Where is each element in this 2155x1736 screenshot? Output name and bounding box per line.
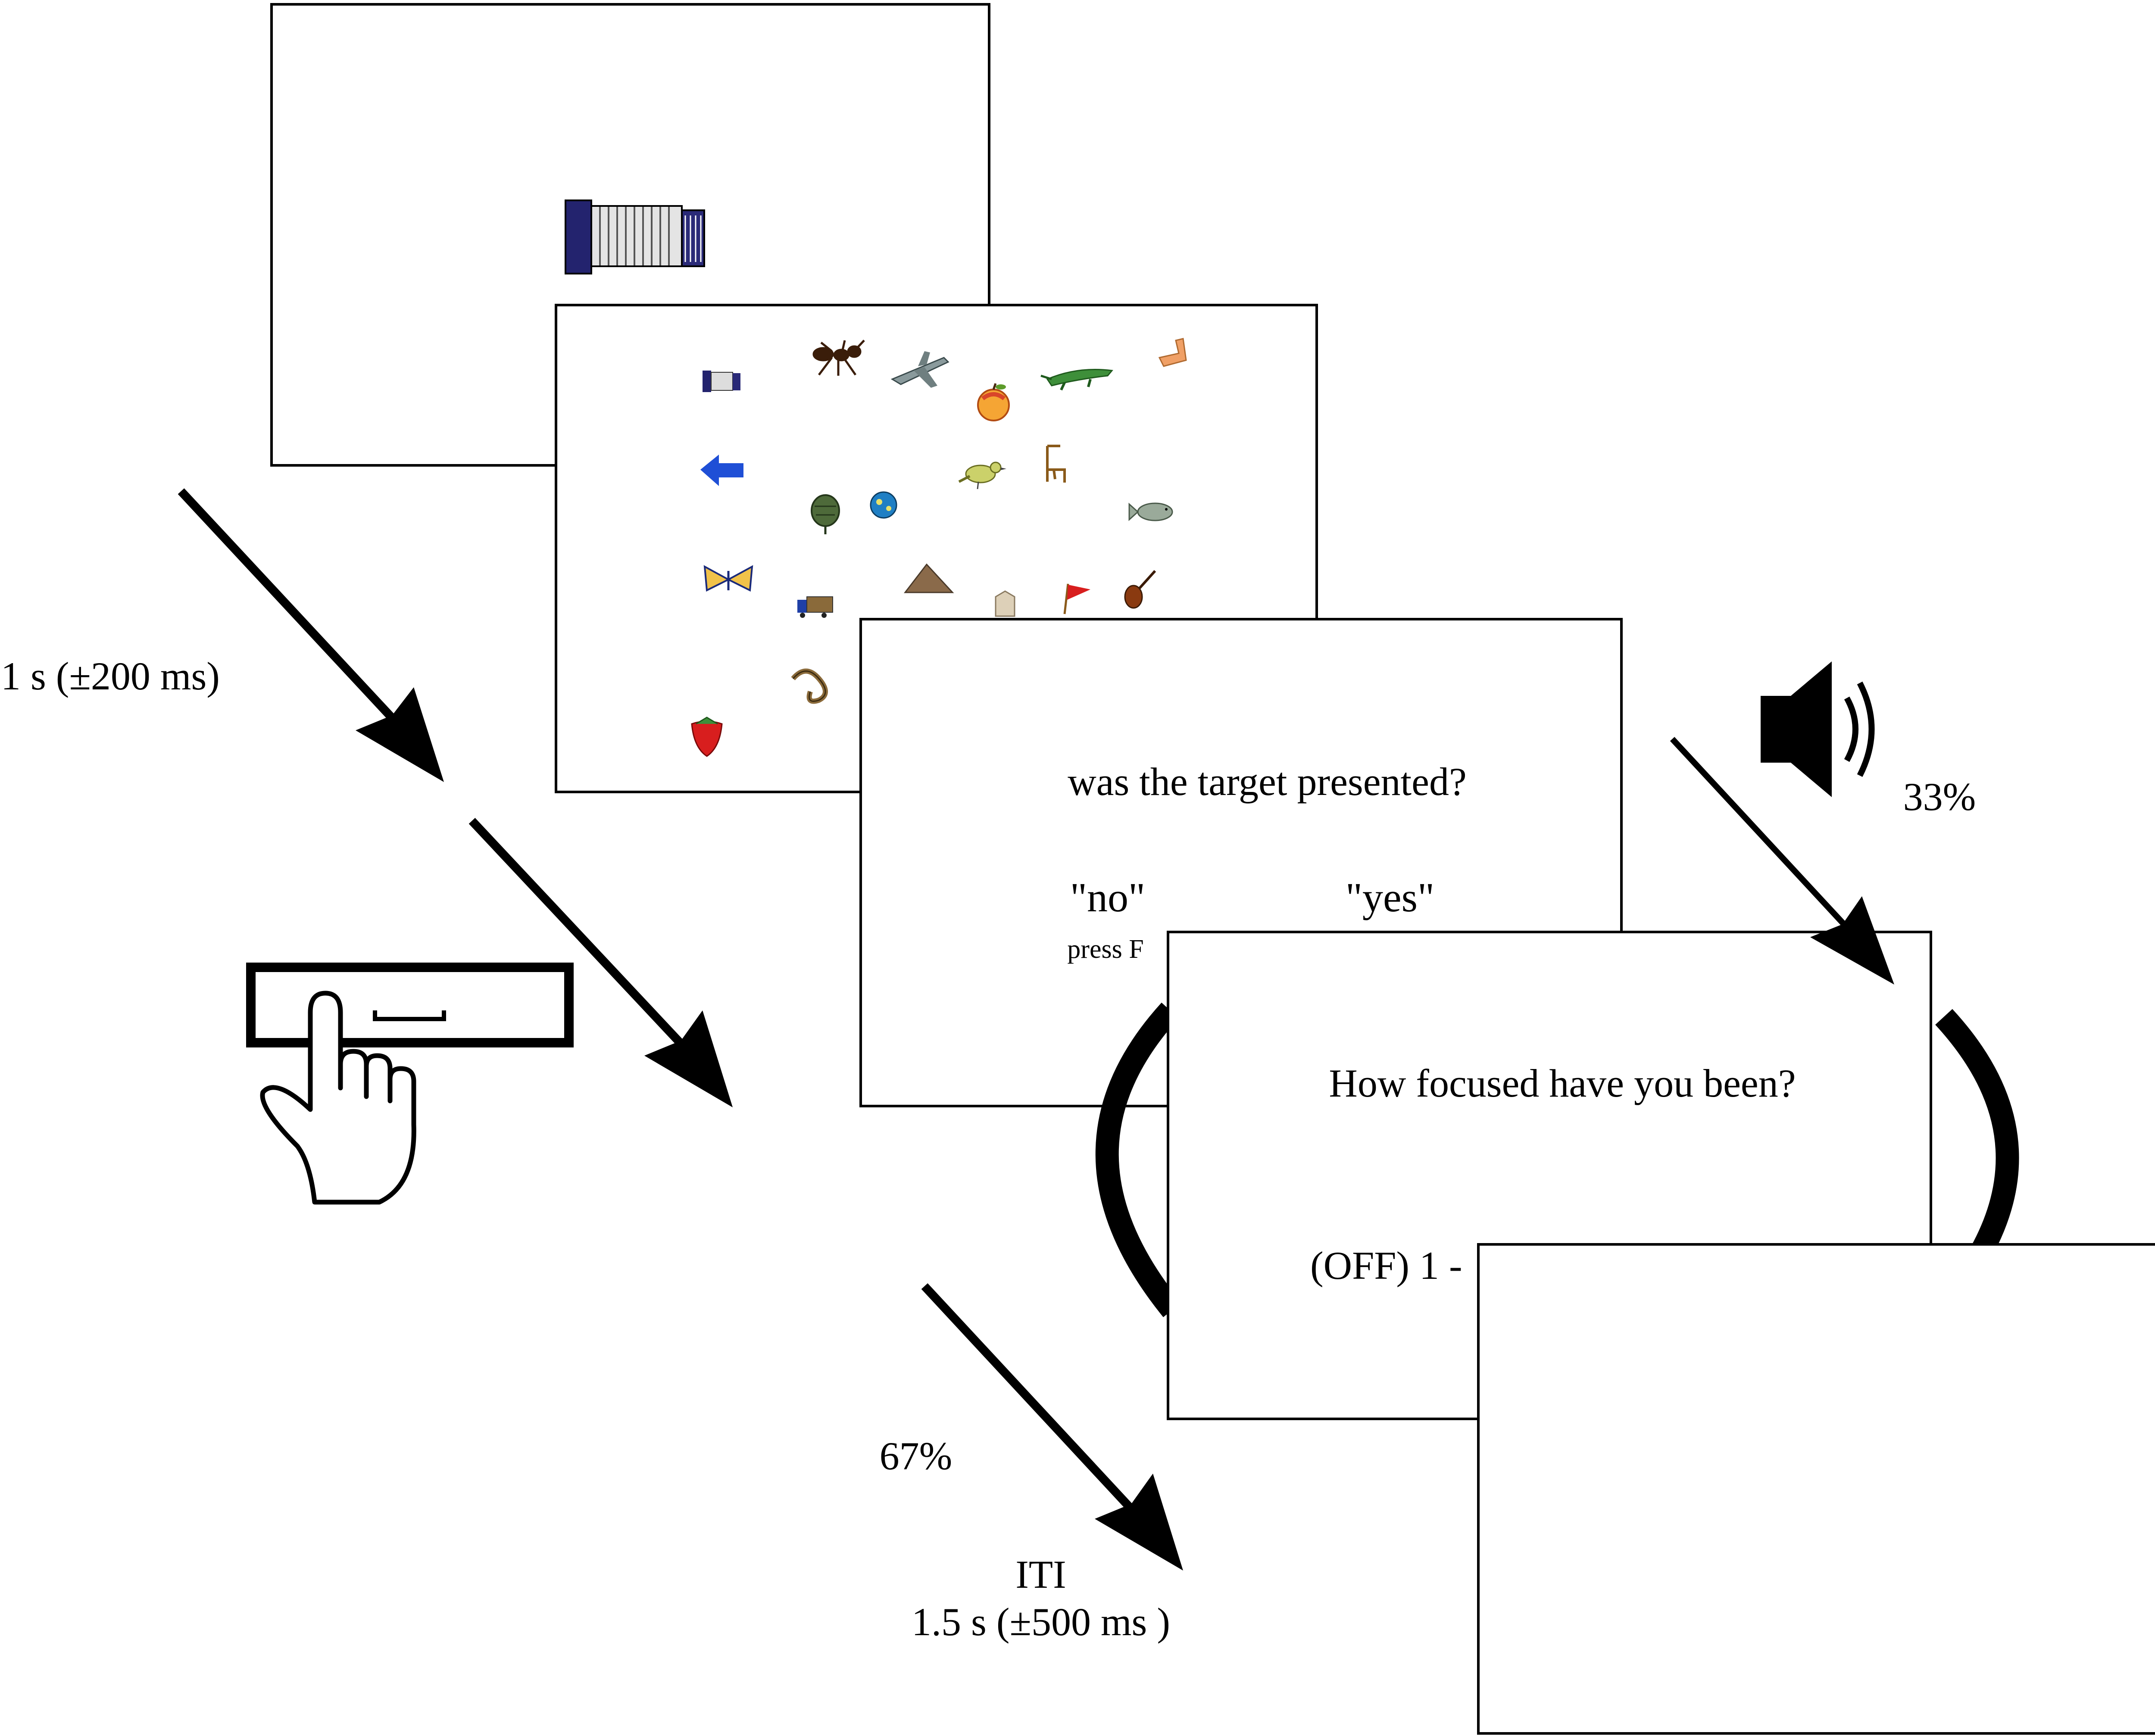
label-cue-duration: 1 s (±200 ms) <box>1 654 220 698</box>
arrow-search-to-question <box>468 818 733 1107</box>
arrow-icon <box>700 455 743 486</box>
strawberry-icon <box>691 717 723 757</box>
screen-iti-blank <box>1477 1243 2155 1735</box>
apple-icon <box>977 383 1010 421</box>
label-probability-auditory: 33% <box>1903 775 1976 819</box>
label-iti-title: ITI <box>1015 1552 1066 1596</box>
artichoke-icon <box>811 494 840 534</box>
airplane-icon <box>890 351 949 388</box>
truck-icon <box>797 596 833 618</box>
violin-icon <box>1124 570 1156 609</box>
bird-icon <box>958 461 1006 489</box>
option-yes: "yes" <box>1346 874 1434 920</box>
question-prompt: was the target presented? <box>1068 760 1467 804</box>
arrow-cue-to-search <box>178 488 444 782</box>
ball-icon <box>870 491 897 519</box>
chair-icon <box>1046 445 1066 483</box>
accordion-icon <box>565 199 705 274</box>
speaker-icon <box>1761 661 1875 797</box>
arrow-to-iti <box>921 1283 1183 1571</box>
hand-press-button-icon <box>246 963 574 1205</box>
jacket-icon <box>995 590 1015 617</box>
arm-icon <box>1158 338 1187 367</box>
butterfly-icon <box>703 565 753 592</box>
focus-scale: (OFF) 1 - <box>1310 1244 1462 1287</box>
option-no-key: press F <box>1067 935 1143 964</box>
mountain-icon <box>903 563 954 593</box>
accordion-icon <box>703 371 740 392</box>
fish-icon <box>1128 502 1173 521</box>
label-probability-iti: 67% <box>880 1434 953 1478</box>
option-no: "no" <box>1070 874 1145 920</box>
alligator-icon <box>1040 369 1113 391</box>
ant-icon <box>812 340 865 376</box>
snake-icon <box>791 668 828 704</box>
focus-prompt: How focused have you been? <box>1329 1061 1796 1105</box>
flag-icon <box>1063 583 1090 614</box>
arrows <box>178 488 1894 1571</box>
label-iti-duration: 1.5 s (±500 ms ) <box>912 1600 1170 1644</box>
arrow-question-to-focus <box>1670 737 1894 985</box>
